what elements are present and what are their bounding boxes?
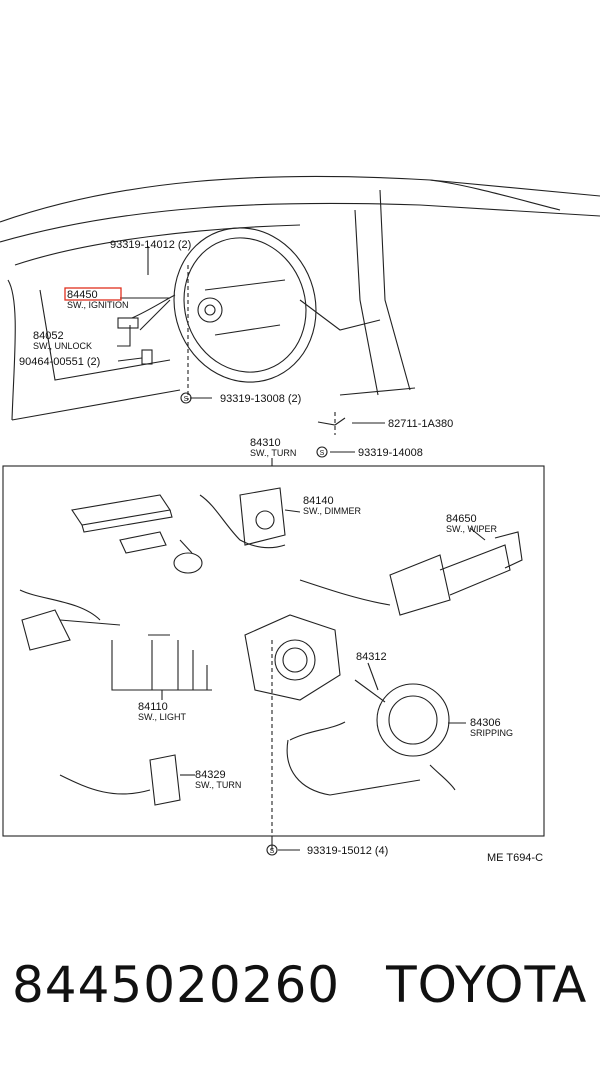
- label-dimmer-switch: SW., DIMMER: [303, 506, 361, 516]
- light-switch: [19, 589, 212, 700]
- assembly-box: [2, 465, 545, 837]
- turn-switch-module: [59, 754, 195, 806]
- screw-mark-icon: S: [320, 450, 325, 457]
- label-93319-14008: 93319-14008: [358, 447, 423, 459]
- label-84110: 84110: [138, 701, 168, 713]
- label-84312: 84312: [356, 651, 387, 663]
- label-turn-switch-2: SW., TURN: [195, 780, 241, 790]
- combination-switch-body: [244, 614, 341, 850]
- wiper-switch: [299, 527, 523, 616]
- label-unlock-switch: SW., UNLOCK: [33, 341, 92, 351]
- part-caption: 8445020260 TOYOTA: [0, 935, 600, 1035]
- part-highlight-box: [64, 287, 122, 301]
- screw-84312: [354, 679, 386, 703]
- figure-code: ME T694-C: [487, 852, 543, 864]
- brand-name: TOYOTA: [386, 956, 588, 1014]
- screw-mark-icon: S: [270, 848, 275, 855]
- label-84450: 84450: [67, 289, 98, 301]
- screw-mark-icon: S: [184, 396, 189, 403]
- label-93319-13008: 93319-13008 (2): [220, 393, 301, 405]
- label-spiral-cable: SRIPPING: [470, 728, 513, 738]
- label-84306: 84306: [470, 717, 501, 729]
- label-93319-15012: 93319-15012 (4): [307, 845, 388, 857]
- ignition-switch: [131, 294, 223, 331]
- steering-wheel: [173, 227, 317, 383]
- label-84650: 84650: [446, 513, 477, 525]
- turn-switch-connector: [71, 494, 173, 554]
- unlock-switch: [117, 317, 139, 329]
- part-number: 8445020260: [12, 956, 341, 1014]
- label-84329: 84329: [195, 769, 226, 781]
- label-84310: 84310: [250, 437, 281, 449]
- label-light-switch: SW., LIGHT: [138, 712, 187, 722]
- wire-clamp: [173, 552, 203, 574]
- label-wiper-switch: SW., WIPER: [446, 524, 498, 534]
- label-93319-14012: 93319-14012 (2): [110, 239, 191, 251]
- label-turn-switch: SW., TURN: [250, 448, 296, 458]
- label-84140: 84140: [303, 495, 334, 507]
- label-82711-1A380: 82711-1A380: [388, 418, 453, 430]
- dashboard-outline: [0, 175, 600, 223]
- label-ignition-switch: SW., IGNITION: [67, 300, 129, 310]
- spiral-cable: [286, 683, 466, 796]
- label-90464-00551: 90464-00551 (2): [19, 356, 100, 368]
- label-84052: 84052: [33, 330, 64, 342]
- dimmer-switch: [199, 487, 301, 549]
